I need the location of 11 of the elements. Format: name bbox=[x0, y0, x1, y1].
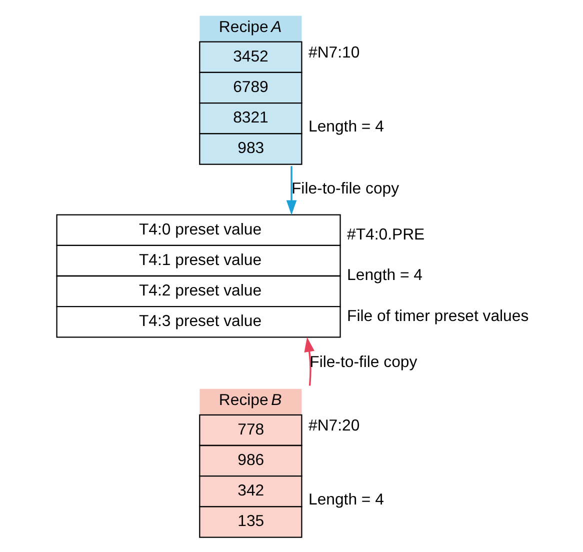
arrow bbox=[304, 337, 314, 386]
node-label: #N7:20 bbox=[308, 417, 360, 434]
arrow bbox=[286, 166, 297, 215]
edge-label: File-to-file copy bbox=[310, 354, 418, 371]
node-label: File of timer preset values bbox=[347, 308, 529, 326]
node-label: Length = 4 bbox=[347, 267, 422, 284]
node-label: Length = 4 bbox=[308, 492, 384, 509]
node-label: Length = 4 bbox=[308, 118, 384, 136]
node-label: #T4:0.PRE bbox=[347, 226, 425, 244]
node-label: #N7:10 bbox=[308, 44, 360, 62]
edge-label: File-to-file copy bbox=[292, 180, 400, 198]
